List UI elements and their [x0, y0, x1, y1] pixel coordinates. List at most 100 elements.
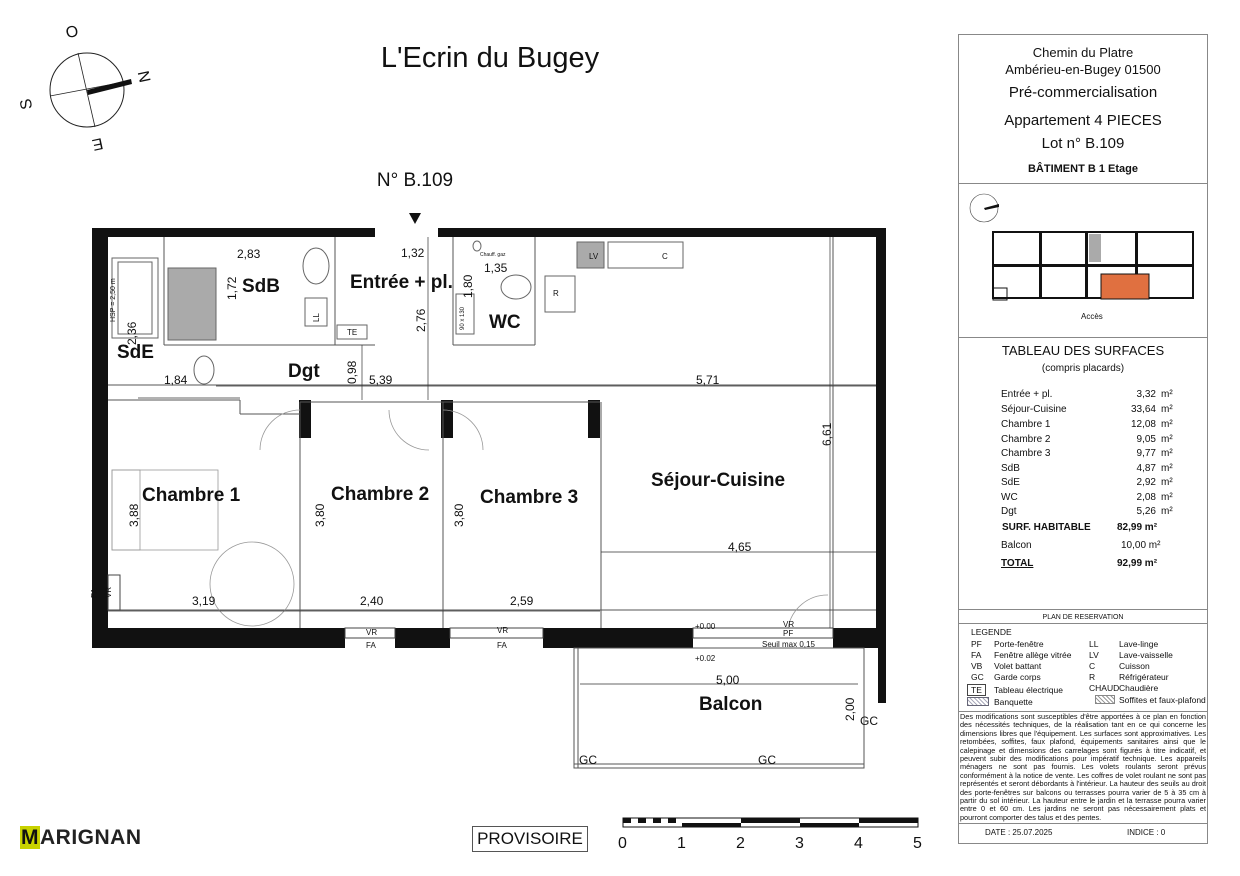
table-subtitle: (compris placards)	[1041, 363, 1125, 374]
plan-label: PLAN DE RESERVATION	[1042, 614, 1124, 621]
provisoire-stamp: PROVISOIRE	[472, 826, 588, 852]
legend-item: Banquette	[967, 697, 1033, 708]
table-title: TABLEAU DES SURFACES	[1001, 343, 1165, 358]
scale-label: 1	[677, 835, 686, 852]
dim-label: 5,00	[716, 673, 740, 687]
dim-label: 3,88	[127, 503, 141, 527]
level-mark: +0.00	[695, 622, 716, 631]
lot-number: N° B.109	[376, 170, 454, 191]
window-fa: FA	[90, 588, 99, 598]
dim-label: 2,76	[414, 308, 428, 332]
scale-label: 0	[618, 835, 627, 852]
fixture-r: R	[553, 289, 559, 298]
hsp-note: HSP = 2,50 m	[110, 278, 117, 322]
wc-box-note: 90 x 130	[460, 306, 466, 330]
dim-label: 4,65	[728, 540, 752, 554]
scale-label: 4	[854, 835, 863, 852]
dim-label: 3,80	[452, 503, 466, 527]
dim-label: 5,39	[369, 373, 393, 387]
chauffe-note: Chauff. gaz	[480, 252, 506, 258]
dim-label: 1,80	[461, 274, 475, 298]
shutter-vr: VR	[783, 620, 795, 629]
room-balcon: Balcon	[699, 694, 763, 715]
scale-label: 5	[913, 835, 922, 852]
shutter-vr: VR	[104, 586, 113, 598]
dim-label: 2,59	[510, 594, 534, 608]
room-sejour-cuisine: Séjour-Cuisine	[651, 470, 786, 491]
window-fa: FA	[366, 641, 376, 650]
site-plan-thumbnail	[969, 193, 1194, 301]
room-sdb: SdB	[242, 276, 280, 297]
scale-label: 2	[736, 835, 745, 852]
fixture-lv: LV	[589, 252, 599, 261]
acces-label: Accès	[1081, 312, 1103, 321]
scale-label: 3	[795, 835, 804, 852]
lot-label: Lot n° B.109	[1041, 135, 1125, 152]
room-chambre-2: Chambre 2	[331, 484, 430, 505]
page-title: L'Ecrin du Bugey	[380, 42, 600, 74]
window-fa: FA	[497, 641, 507, 650]
indice-label: INDICE : 0	[1127, 828, 1166, 837]
dim-label: 6,61	[820, 422, 834, 446]
shutter-vr: VR	[497, 626, 509, 635]
divider	[959, 609, 1207, 610]
dim-label: 2,00	[843, 697, 857, 721]
door-pf: PF	[783, 629, 794, 638]
divider	[959, 337, 1207, 338]
dim-label: 1,84	[164, 373, 188, 387]
apartment-type: Appartement 4 PIECES	[1004, 112, 1162, 129]
status-label: Pré-commercialisation	[1008, 84, 1158, 101]
room-chambre-1: Chambre 1	[142, 485, 241, 506]
divider	[959, 823, 1207, 824]
dim-label: 1,72	[225, 276, 239, 300]
level-mark: +0.02	[695, 654, 716, 663]
building-label: BÂTIMENT B 1 Etage	[1027, 163, 1138, 175]
seuil-note: Seuil max 0,15	[762, 640, 815, 649]
fixture-ll: LL	[312, 313, 321, 322]
divider	[959, 711, 1207, 712]
date-label: DATE : 25.07.2025	[985, 828, 1053, 837]
dim-label: 3,19	[192, 594, 216, 608]
compass-rose-icon	[49, 52, 132, 128]
address-line-1: Chemin du Platre	[1032, 45, 1134, 60]
dim-label: 2,40	[360, 594, 384, 608]
fixture-te: TE	[347, 328, 358, 337]
dim-label: 2,83	[237, 247, 261, 261]
dim-label: 0,98	[345, 360, 359, 384]
divider	[959, 623, 1207, 624]
fixture-c: C	[662, 252, 668, 261]
legend-item: Soffites et faux-plafond	[1095, 695, 1206, 706]
dim-label: 1,35	[484, 261, 508, 275]
room-dgt: Dgt	[288, 361, 320, 382]
divider	[959, 183, 1207, 184]
dim-label: 3,80	[313, 503, 327, 527]
brand-logo: MARIGNAN	[20, 826, 142, 849]
guardrail-gc: GC	[860, 714, 878, 728]
entry-arrow-icon	[409, 213, 421, 224]
dim-label: 2,36	[125, 321, 139, 345]
dim-label: 1,32	[401, 246, 425, 260]
disclaimer-text: Des modifications sont susceptibles d'êt…	[960, 712, 1206, 822]
shutter-vr: VR	[366, 628, 378, 637]
dim-label: 5,71	[696, 373, 720, 387]
room-sde: SdE	[117, 342, 154, 363]
room-entree: Entrée + pl.	[350, 272, 453, 293]
legend-title: LEGENDE	[971, 627, 1012, 637]
guardrail-gc: GC	[579, 753, 597, 767]
address-line-2: Ambérieu-en-Bugey 01500	[1005, 62, 1161, 77]
info-panel: Chemin du Platre Ambérieu-en-Bugey 01500…	[958, 34, 1208, 844]
room-wc: WC	[489, 312, 521, 333]
guardrail-gc: GC	[758, 753, 776, 767]
room-chambre-3: Chambre 3	[480, 487, 579, 508]
